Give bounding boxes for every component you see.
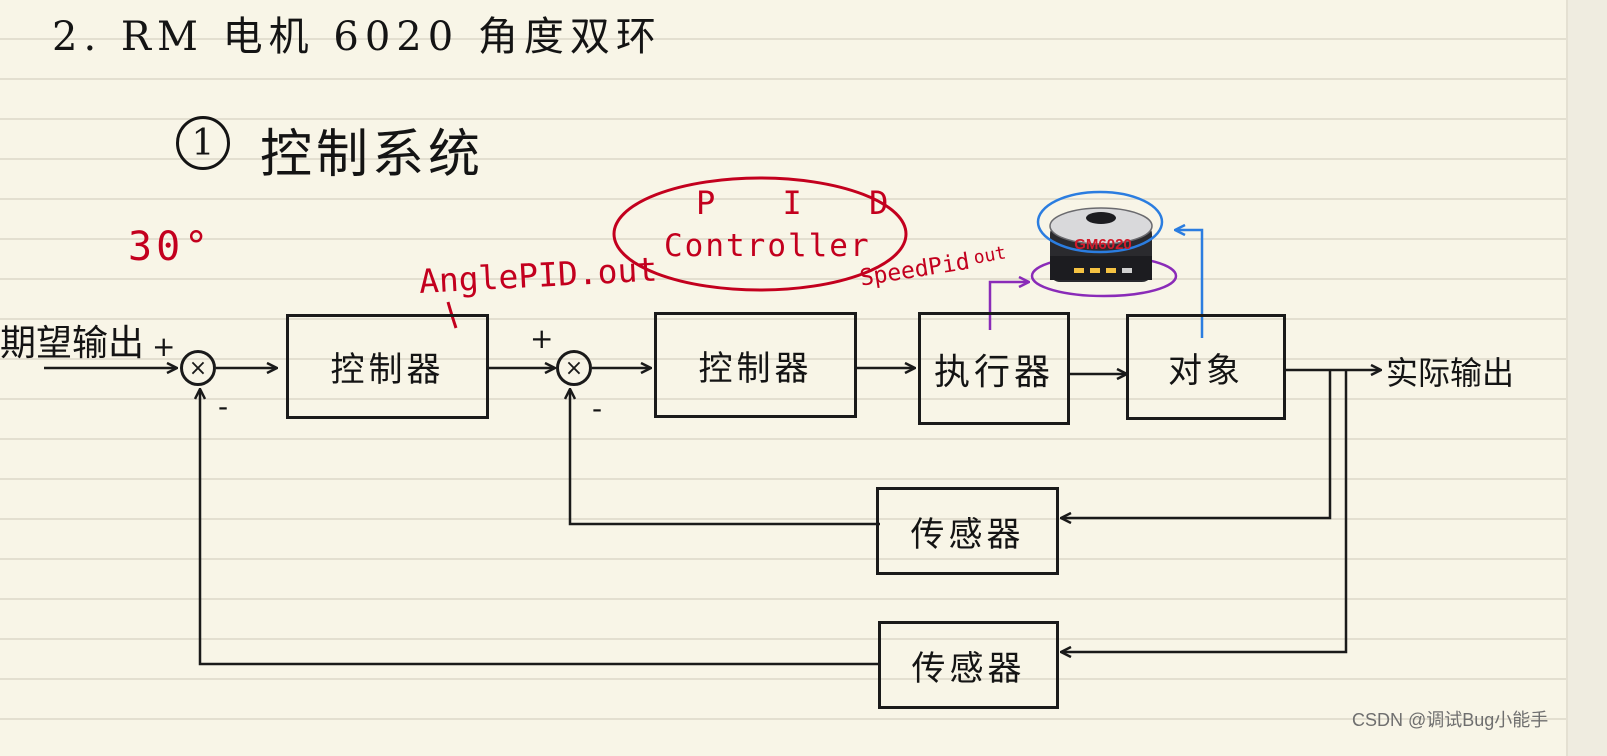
actuator-block: 执行器 bbox=[918, 312, 1070, 425]
inner-sensor-block: 传感器 bbox=[876, 487, 1059, 575]
actual-output-label: 实际输出 bbox=[1386, 354, 1515, 392]
csdn-watermark: CSDN @调试Bug小能手 bbox=[1352, 710, 1549, 730]
outer-sensor-block: 传感器 bbox=[878, 621, 1059, 709]
controller-label: Controller bbox=[664, 228, 871, 264]
section-number: 1 bbox=[176, 116, 230, 170]
page-heading: 2. RM 电机 6020 角度双环 bbox=[52, 14, 662, 60]
section-title: 控制系统 bbox=[260, 125, 485, 185]
plant-to-motor-arrow bbox=[1176, 230, 1204, 338]
outer-minus-sign: - bbox=[218, 390, 229, 423]
gm6020-motor-icon bbox=[1030, 190, 1178, 298]
plant-block: 对象 bbox=[1126, 314, 1286, 420]
page-edge bbox=[1566, 0, 1607, 756]
inner-plus-sign: + bbox=[530, 322, 554, 355]
desired-output-label: 期望输出 bbox=[0, 323, 145, 364]
target-angle-annotation: 30° bbox=[128, 224, 213, 270]
outer-controller-block: 控制器 bbox=[286, 314, 489, 419]
pid-controller-ellipse bbox=[612, 176, 908, 292]
motor-model-label: GM6020 bbox=[1074, 236, 1132, 253]
outer-summing-junction: × bbox=[180, 350, 216, 386]
inner-controller-block: 控制器 bbox=[654, 312, 857, 418]
notebook-paper bbox=[0, 0, 1566, 756]
inner-summing-junction: × bbox=[556, 350, 592, 386]
block-diagram-lines bbox=[44, 176, 1566, 666]
inner-minus-sign: - bbox=[592, 392, 603, 425]
pid-label: P I D bbox=[696, 184, 913, 222]
outer-plus-sign: + bbox=[152, 330, 176, 363]
